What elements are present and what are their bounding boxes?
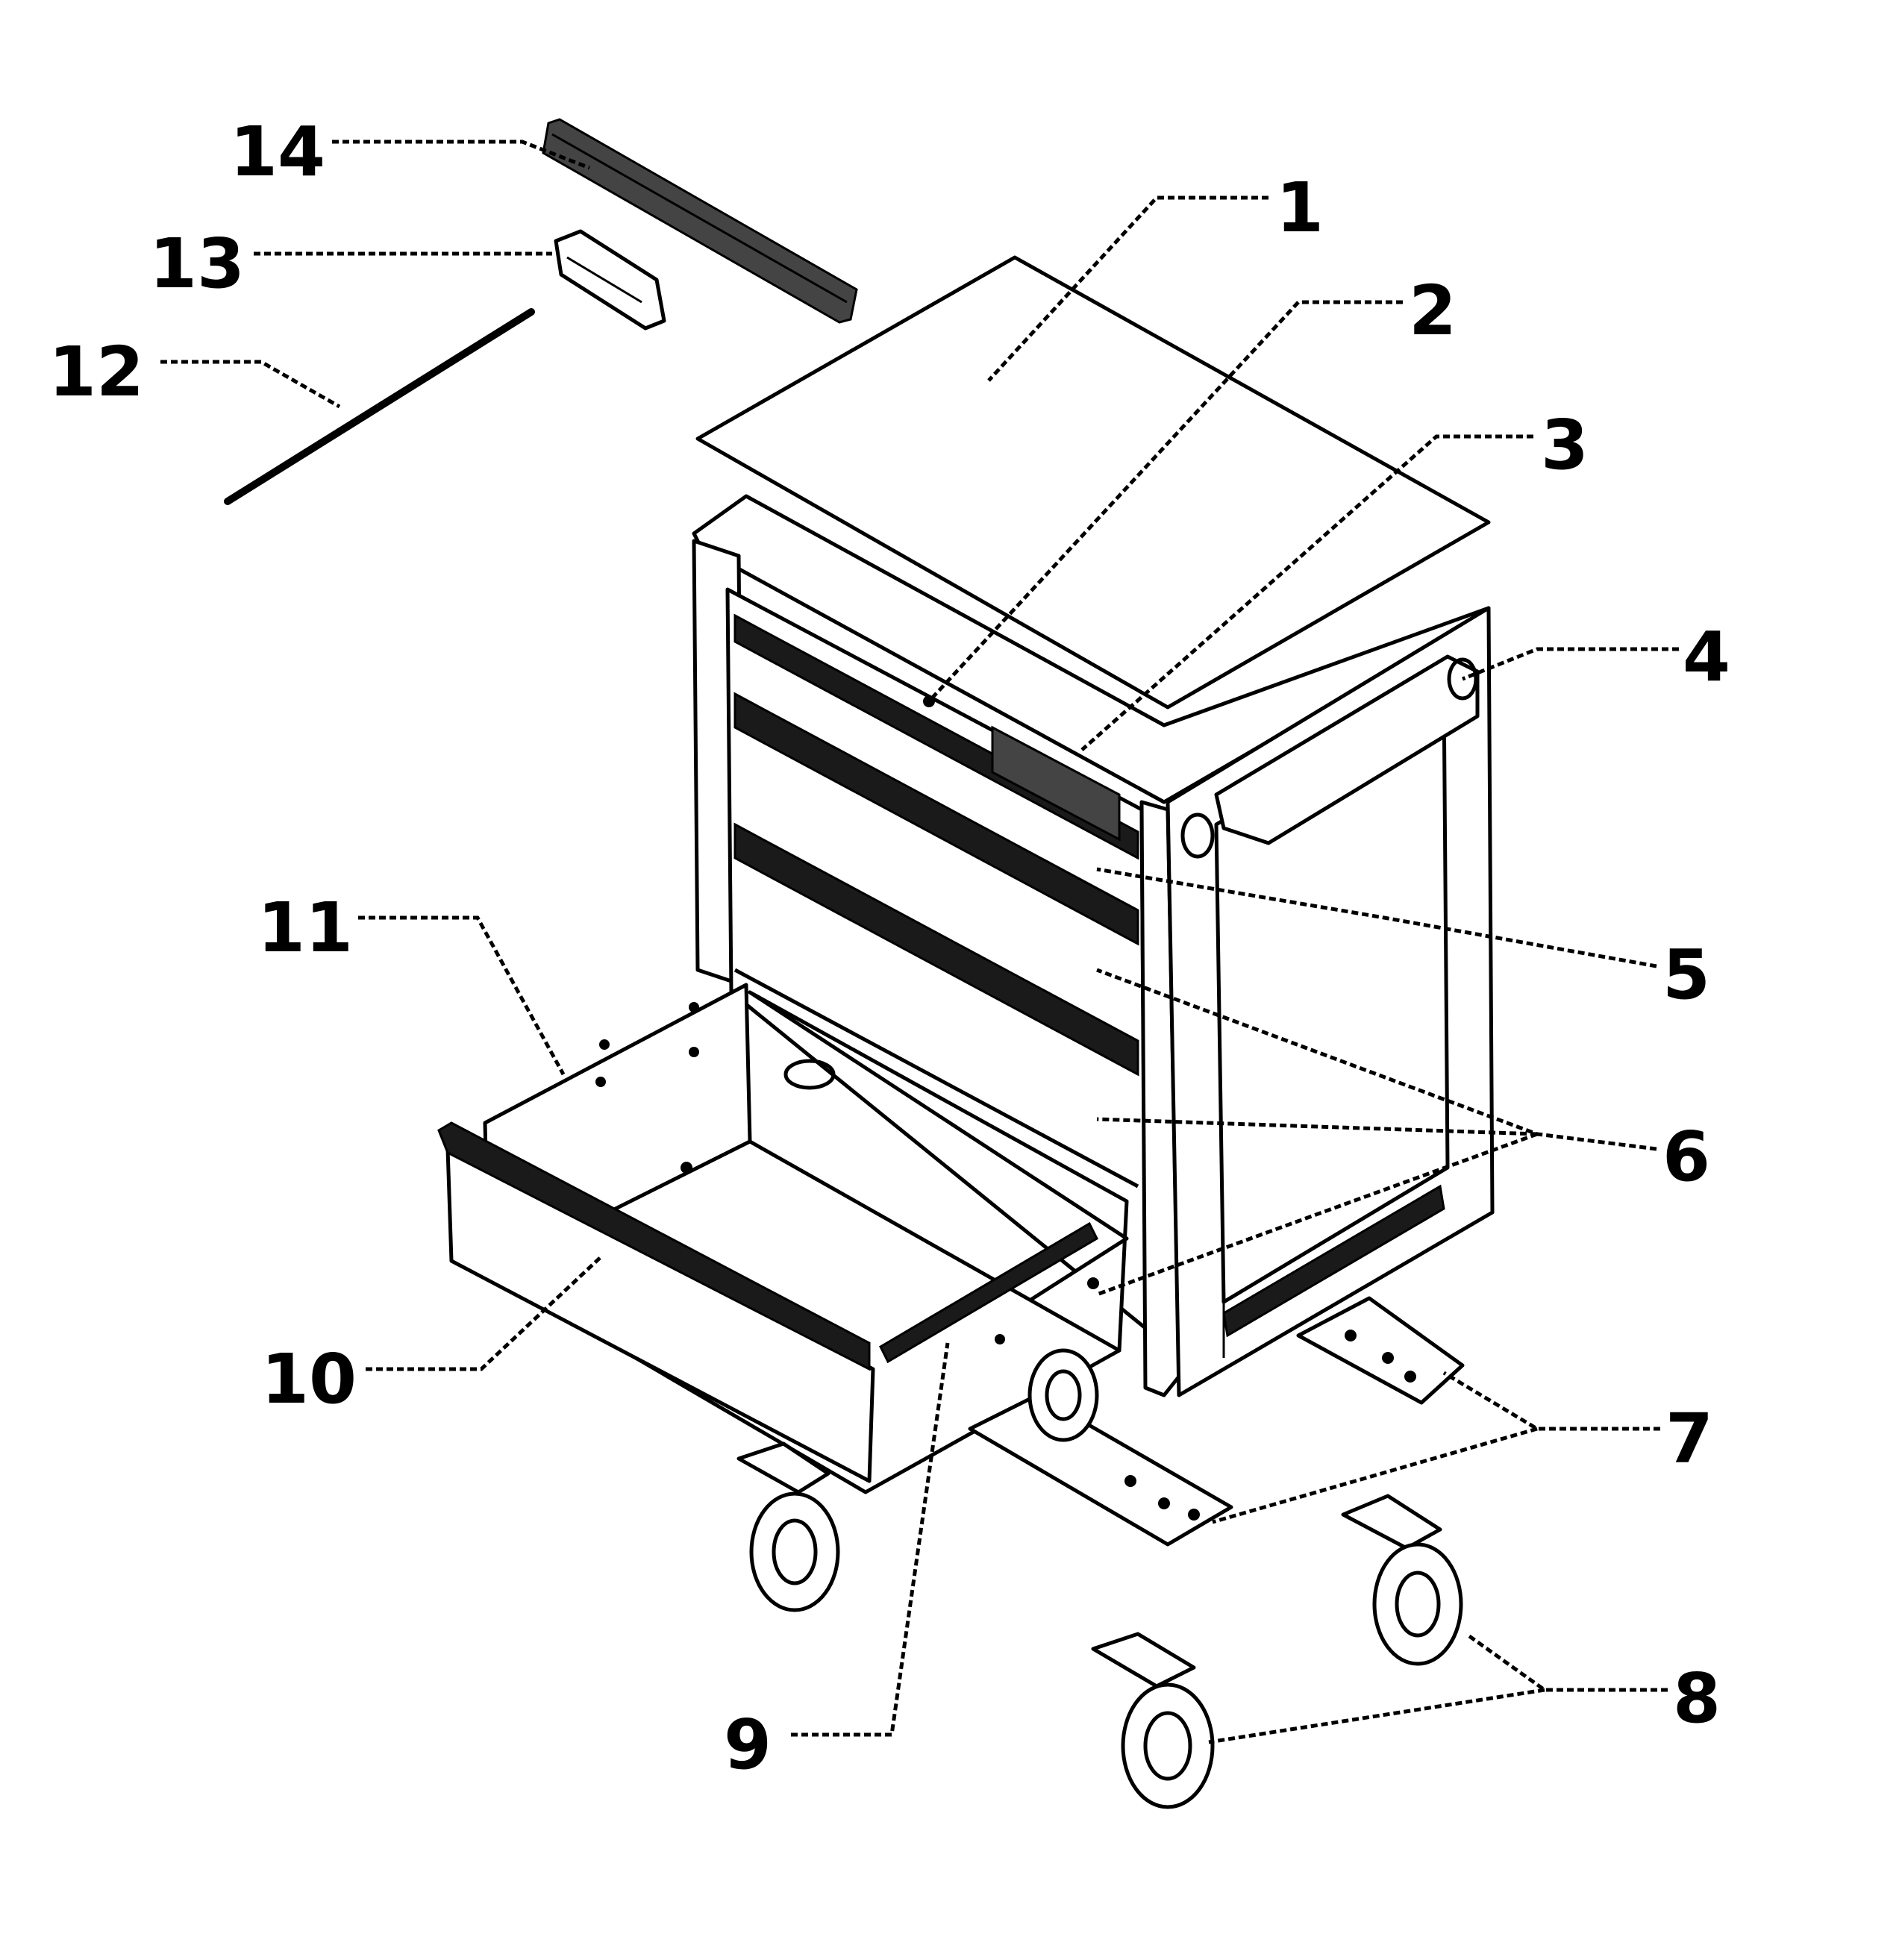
label-14: 14 bbox=[230, 112, 325, 192]
bracket-part bbox=[554, 229, 666, 331]
drawer-front-handle bbox=[437, 1121, 871, 1371]
label-10: 10 bbox=[261, 1339, 357, 1419]
label-13: 13 bbox=[149, 224, 245, 304]
drawer-slide bbox=[879, 1221, 1098, 1364]
top-plate bbox=[695, 255, 1491, 710]
label-7: 7 bbox=[1665, 1399, 1713, 1479]
label-12: 12 bbox=[49, 332, 144, 412]
label-11: 11 bbox=[257, 888, 353, 968]
callout-labels: 1 2 3 4 5 6 7 8 9 10 11 12 13 14 bbox=[49, 112, 1730, 1785]
side-handle bbox=[1214, 654, 1480, 845]
label-4: 4 bbox=[1683, 617, 1730, 697]
caster-loose-bottom bbox=[1091, 1632, 1215, 1809]
slide-rail-part bbox=[542, 118, 858, 324]
leader-lines bbox=[160, 140, 1679, 1744]
label-9: 9 bbox=[724, 1705, 772, 1785]
drawer-handle-3 bbox=[733, 822, 1139, 1077]
base-brackets bbox=[968, 1296, 1465, 1547]
caster-front-left bbox=[736, 1441, 840, 1612]
label-8: 8 bbox=[1673, 1659, 1721, 1738]
label-3: 3 bbox=[1541, 405, 1589, 485]
drawer-handle-2 bbox=[733, 692, 1139, 946]
closed-drawers bbox=[733, 613, 1139, 1189]
rod-part bbox=[224, 308, 535, 505]
label-6: 6 bbox=[1662, 1117, 1710, 1197]
label-1: 1 bbox=[1276, 168, 1324, 248]
label-2: 2 bbox=[1409, 271, 1457, 351]
drawer-lock bbox=[991, 725, 1121, 842]
label-5: 5 bbox=[1662, 935, 1710, 1015]
open-drawer bbox=[437, 983, 1129, 1494]
caster-rear bbox=[1027, 1348, 1099, 1442]
caster-loose-right bbox=[1341, 1494, 1463, 1666]
